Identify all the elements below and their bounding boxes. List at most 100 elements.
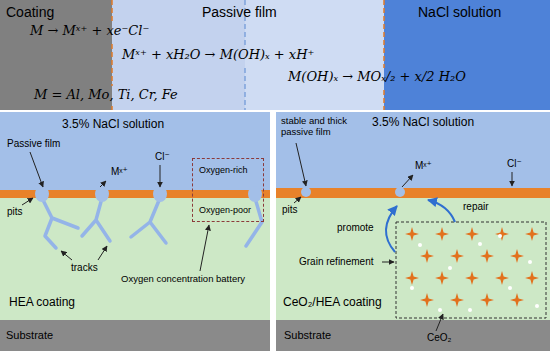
grain-refinement-zone <box>478 242 482 246</box>
grain-refinement-zone <box>405 271 419 285</box>
interface-dashed-lines <box>383 0 385 110</box>
leader-arrows <box>436 314 443 331</box>
text-slot: pits <box>281 204 299 216</box>
callout-label: pits <box>281 204 299 216</box>
left-panel-layers <box>0 198 270 320</box>
right-panel-layers <box>276 112 550 351</box>
zone-label: Oxygen-poor <box>198 205 252 215</box>
grain-refinement-zone <box>435 271 449 285</box>
left-panel-layers <box>0 112 270 351</box>
text-slot: stable and thick passive film <box>280 116 364 138</box>
leader-arrows <box>160 165 161 187</box>
layer-label: 3.5% NaCl solution <box>62 118 164 132</box>
right-panel-layers <box>276 188 550 198</box>
leader-arrows <box>22 198 33 205</box>
grain-refinement-zone <box>405 227 419 241</box>
pits <box>95 186 109 202</box>
top-panel-grounds <box>384 0 550 110</box>
grain-refinement-zone <box>498 234 502 238</box>
leader-arrows <box>296 143 306 186</box>
leader-arrows <box>402 175 413 187</box>
text-slot: M → Mˣ⁺ + xe⁻Cl⁻ <box>30 24 149 39</box>
callout-label: CeO₂ <box>426 332 452 344</box>
zone-label: Oxygen-rich <box>198 165 249 175</box>
leader-arrows <box>61 251 72 260</box>
corrosion-tracks <box>131 198 166 243</box>
callout-label: tracks <box>70 262 99 274</box>
layer-label: 3.5% NaCl solution <box>372 116 474 130</box>
grain-refinement-zone <box>410 286 414 290</box>
ion-label: Mˣ⁺ <box>110 166 129 178</box>
process-label: promote <box>336 222 375 234</box>
text-slot: Mˣ⁺ + xH₂O → M(OH)ₓ + xH⁺ <box>122 48 314 63</box>
left-panel-layers <box>0 320 270 351</box>
grain-refinement-zone <box>535 304 539 308</box>
callout-label: pits <box>6 206 24 218</box>
leader-arrows <box>98 246 107 260</box>
text-slot: Grain refinement <box>298 256 374 268</box>
grain-refinement-zone <box>435 227 449 241</box>
grain-refinement-zone <box>450 293 464 307</box>
layer-label: Substrate <box>6 329 53 342</box>
text-slot: HEA coating <box>8 296 76 310</box>
layer-label: HEA coating <box>8 296 76 310</box>
grain-refinement-zone <box>438 308 442 312</box>
grain-refinement-zone <box>468 308 472 312</box>
corrosion-tracks <box>82 198 110 241</box>
text-slot: Oxygen concentration battery <box>120 274 246 285</box>
reaction-equation: Mˣ⁺ + xH₂O → M(OH)ₓ + xH⁺ <box>122 48 314 63</box>
grain-refinement-zone <box>525 227 539 241</box>
text-slot: Passive film <box>6 138 61 150</box>
right-panel-layers <box>276 198 550 320</box>
substrate-layer: Substrate <box>0 320 270 351</box>
pits <box>301 187 311 197</box>
text-slot: Mˣ⁺ <box>414 160 433 172</box>
region-heading: NaCl solution <box>418 4 501 20</box>
text-slot: CeO₂ <box>426 332 452 344</box>
text-slot: promote <box>336 222 375 234</box>
pits <box>395 187 405 197</box>
ion-label: Cl⁻ <box>506 158 523 170</box>
left-panel-layers <box>0 112 270 190</box>
right-panel-layers <box>276 112 550 188</box>
text-slot: Mˣ⁺ <box>110 166 129 178</box>
pits <box>35 186 49 202</box>
leader-arrows <box>22 143 512 331</box>
corrosion-tracks <box>42 198 78 248</box>
grain-refinement-zone <box>510 249 524 263</box>
text-slot: tracks <box>70 262 99 274</box>
callout-label: Oxygen concentration battery <box>120 274 246 285</box>
grain-refinement-zone <box>410 234 539 312</box>
text-slot: M = Al, Mo, Ti, Cr, Fe <box>34 88 178 103</box>
text-slot: NaCl solution <box>418 4 501 20</box>
curved-process-arrows <box>428 200 455 222</box>
leader-arrows <box>382 262 394 263</box>
callout-label: stable and thick passive film <box>280 116 364 138</box>
grain-refinement-zone <box>420 293 434 307</box>
text-slot: Oxygen-rich <box>198 165 249 175</box>
curved-process-arrows <box>386 206 397 252</box>
grain-refinement-zone <box>396 222 546 318</box>
grain-refinement-zone <box>508 286 512 290</box>
text-slot: CeO₂/HEA coating <box>282 296 383 310</box>
text-slot: Oxygen-poor <box>198 205 252 215</box>
oxygen-cell-box: Oxygen-richOxygen-poor <box>192 158 264 222</box>
pits <box>248 186 262 202</box>
text-slot: Cl⁻ <box>506 158 523 170</box>
layer-label: Substrate <box>284 329 331 342</box>
text-slot: Cl⁻ <box>154 151 171 163</box>
grain-refinement-zone <box>525 271 539 285</box>
grain-refinement-zone <box>480 249 494 263</box>
ion-label: Cl⁻ <box>154 151 171 163</box>
grain-refinement-zone <box>420 249 434 263</box>
text-slot: M(OH)ₓ → MOₓ/₂ + x/2 H₂O <box>288 70 466 85</box>
leader-arrows <box>30 152 43 187</box>
region-heading: Passive film <box>202 4 277 20</box>
leader-arrows <box>512 172 513 186</box>
reaction-equation: M → Mˣ⁺ + xe⁻Cl⁻ <box>30 24 149 39</box>
grain-refinement-zone <box>480 293 494 307</box>
solution-layer: 3.5% NaCl solution <box>0 112 270 190</box>
substrate-layer: Substrate <box>276 320 550 351</box>
text-slot: Substrate <box>284 329 331 342</box>
